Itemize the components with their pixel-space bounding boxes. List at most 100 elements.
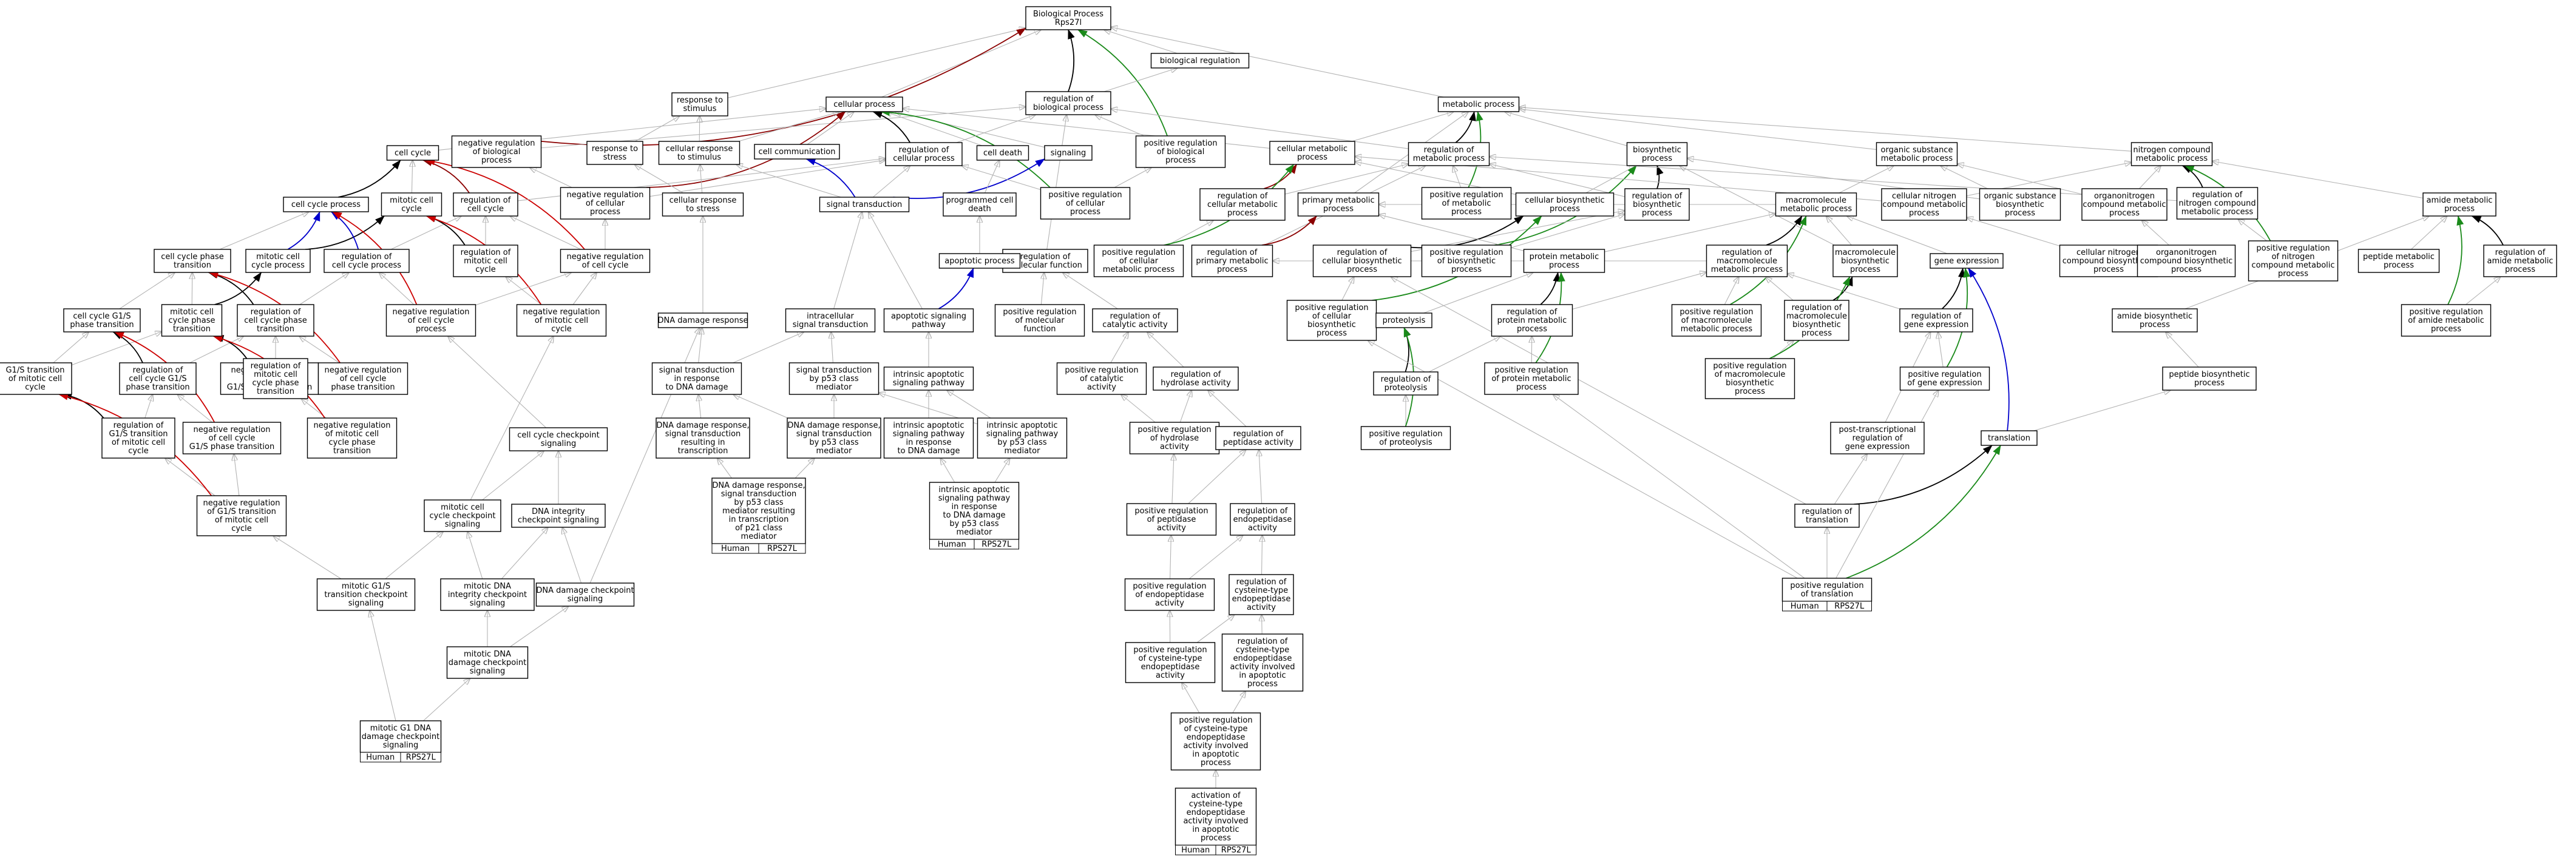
go-term-cellcomm[interactable]: cell communication xyxy=(754,144,840,160)
go-term-cellproc[interactable]: cellular process xyxy=(825,96,903,112)
go-term-apoptotic[interactable]: apoptotic process xyxy=(938,253,1021,269)
go-term-dnadamresp_p53[interactable]: DNA damage response,signal transductionr… xyxy=(656,417,750,459)
go-term-cellcycleproc[interactable]: cell cycle process xyxy=(283,197,369,212)
go-term-signaling[interactable]: signaling xyxy=(1044,145,1093,161)
go-term-regcysapop[interactable]: regulation ofcysteine-typeendopeptidasea… xyxy=(1221,633,1304,692)
go-term-cellcycle[interactable]: cell cycle xyxy=(386,145,439,161)
go-term-dnadamresp_p53med[interactable]: DNA damage response,signal transductionb… xyxy=(787,417,881,459)
go-term-actcysapop[interactable]: activation ofcysteine-typeendopeptidasea… xyxy=(1174,788,1257,856)
go-term-translation[interactable]: translation xyxy=(1981,430,2038,446)
go-term-dnadamresp_tr[interactable]: DNA damage response,signal transductionb… xyxy=(711,478,806,554)
go-term-proteolysis[interactable]: proteolysis xyxy=(1375,312,1432,328)
go-term-bioreg[interactable]: biological regulation xyxy=(1150,53,1250,69)
go-term-metab[interactable]: metabolic process xyxy=(1437,96,1520,112)
go-term-celldeath[interactable]: cell death xyxy=(976,145,1029,161)
